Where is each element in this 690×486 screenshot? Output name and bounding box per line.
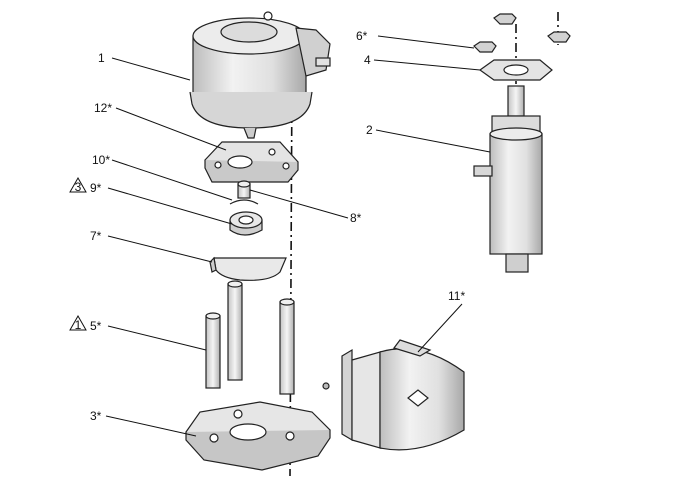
callout-12: 12* — [94, 101, 112, 115]
warning-triangle-5: 1 — [69, 314, 87, 332]
callout-6: 6* — [356, 29, 368, 43]
leader-4 — [373, 59, 481, 71]
warning-triangle-9-number: 3 — [75, 180, 82, 194]
callout-11: 11* — [448, 289, 465, 303]
callout-4: 4 — [364, 53, 371, 67]
leader-7 — [107, 235, 213, 263]
callout-10: 10* — [92, 153, 110, 167]
callout-7: 7* — [90, 229, 102, 243]
callout-5: 5* — [90, 319, 102, 333]
part-4-adapter-flange — [478, 59, 553, 81]
callout-8: 8* — [350, 211, 362, 225]
part-5-tie-rods — [205, 280, 295, 395]
leader-11 — [417, 303, 463, 353]
callout-9: 9* — [90, 181, 102, 195]
part-6-lock-nuts — [473, 13, 571, 53]
callout-3: 3* — [90, 409, 102, 423]
part-7-guard-shield — [209, 256, 287, 281]
leader-lines — [105, 35, 491, 437]
warning-triangle-9: 3 — [69, 176, 87, 194]
callout-2: 2 — [366, 123, 373, 137]
part-8-coupling — [237, 180, 251, 199]
part-11-pump-guard — [322, 339, 465, 451]
leader-10 — [111, 159, 233, 201]
part-2-pump — [473, 85, 543, 273]
part-3-base-plate — [185, 401, 331, 471]
callout-1: 1 — [98, 51, 105, 65]
part-1-motor-housing — [189, 11, 331, 139]
warning-triangle-5-number: 1 — [75, 318, 82, 332]
leader-5 — [107, 325, 207, 351]
leader-12 — [115, 107, 227, 151]
leader-3 — [105, 415, 197, 437]
leader-2 — [375, 129, 491, 153]
leader-1 — [111, 57, 191, 81]
leader-6 — [377, 35, 475, 49]
part-12-bracket-plate — [204, 141, 299, 183]
leader-8 — [249, 189, 349, 219]
part-10-retaining-clip — [229, 199, 259, 205]
centerline-left — [289, 69, 293, 477]
leader-9 — [107, 187, 233, 225]
part-9-bearing-nut — [229, 211, 263, 236]
